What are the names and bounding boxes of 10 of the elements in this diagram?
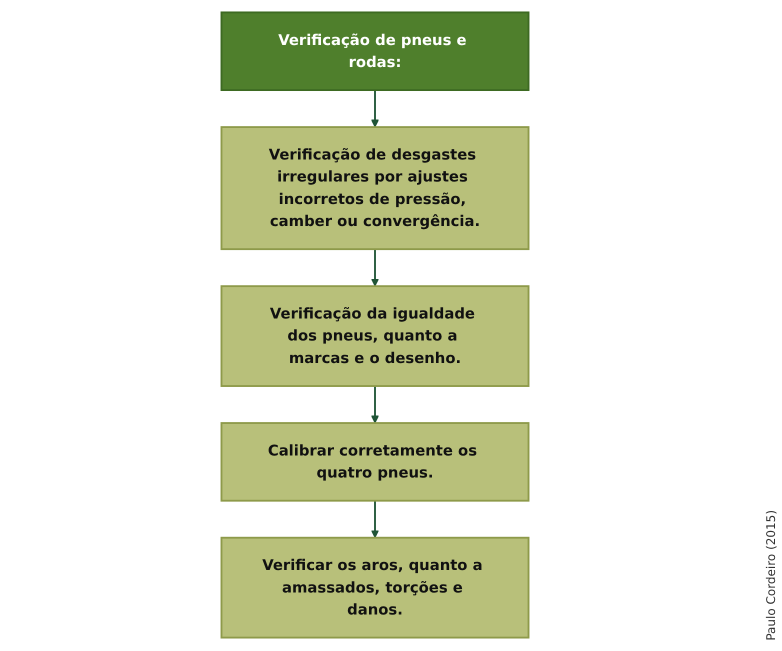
node-box: Verificar os aros, quanto a amassados, torções e danos. — [220, 536, 530, 639]
arrow — [370, 500, 380, 538]
arrow — [370, 249, 380, 287]
arrow — [370, 386, 380, 424]
node-box: Verificação da igualdade dos pneus, quanto a marcas e o desenho. — [220, 285, 530, 387]
credit-text: Paulo Cordeiro (2015) — [764, 510, 778, 641]
node-box: Verificação de pneus e rodas: — [220, 11, 530, 91]
arrow — [370, 90, 380, 128]
node-box: Calibrar corretamente os quatro pneus. — [220, 422, 530, 502]
node-box: Verificação de desgastes irregulares por ajustes incorretos de pressão, camber ou convergência. — [220, 126, 530, 250]
